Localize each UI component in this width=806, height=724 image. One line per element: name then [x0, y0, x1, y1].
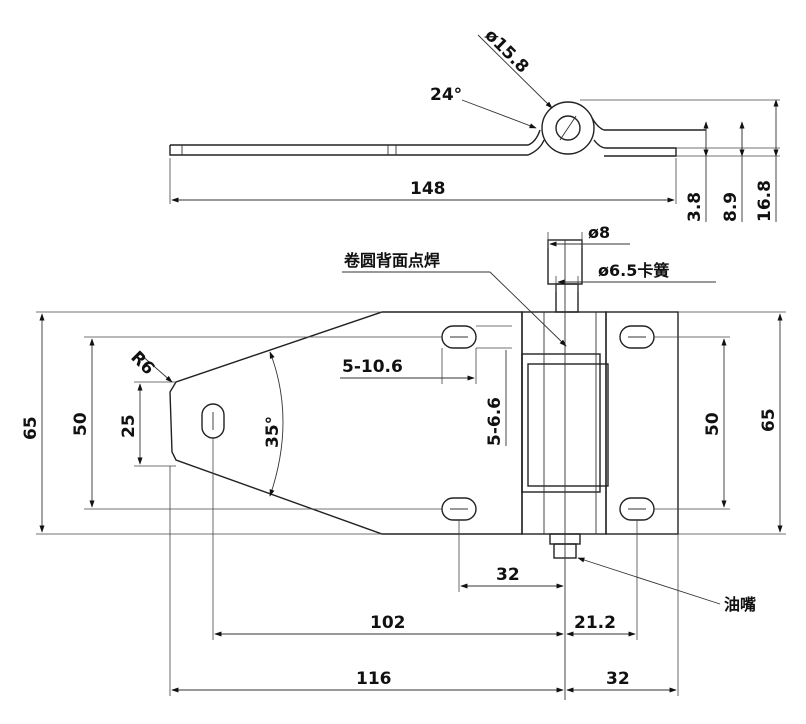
top-curl-outer	[541, 101, 595, 155]
pin-dia-label: ø8	[588, 223, 610, 242]
dim-50-left-label: 50	[71, 412, 91, 436]
dim-3-8-label: 3.8	[685, 192, 705, 222]
dim-65-left-label: 65	[21, 416, 41, 440]
grease-note: 油嘴	[724, 595, 756, 614]
top-right-leaf	[591, 117, 706, 157]
dim-21-2-label: 21.2	[574, 613, 616, 633]
top-view: ø15.8 24° 148 3.8 8.9 16.8	[169, 25, 780, 222]
right-leaf-outline	[605, 311, 679, 535]
angle-24-label: 24°	[430, 85, 462, 105]
dim-50-right-label: 50	[703, 412, 723, 436]
dim-slot-v-label: 5-6.6	[485, 397, 505, 446]
left-leaf-outline	[169, 311, 523, 535]
dim-8-9-label: 8.9	[721, 192, 741, 222]
curl-body	[521, 311, 607, 535]
front-view: 65 50 25 R6 35° 5-10.6 5-6.6 50	[21, 223, 786, 700]
pin-neck	[555, 283, 579, 313]
dim-65-right-label: 65	[759, 408, 779, 432]
radius-label: R6	[126, 347, 158, 379]
weld-note: 卷圆背面点焊	[343, 251, 440, 270]
top-curl-inner	[555, 115, 581, 141]
dia-leader	[477, 34, 553, 109]
clip-dia-label: ø6.5卡簧	[598, 261, 669, 280]
radius-leader	[139, 353, 173, 383]
dim-slot-h-label: 5-10.6	[342, 357, 403, 377]
curl-mid	[521, 353, 601, 493]
dia-hinge-label: ø15.8	[480, 25, 532, 77]
angle-leader	[461, 99, 537, 129]
weld-leader	[489, 271, 567, 347]
dim-25-label: 25	[119, 414, 139, 438]
curl-inner	[527, 363, 609, 487]
dim-102-label: 102	[370, 613, 406, 633]
top-leaf-outline	[169, 129, 545, 156]
grease-leader	[577, 557, 721, 605]
dim-32-bottom-label: 32	[606, 669, 630, 689]
dim-116-label: 116	[356, 669, 392, 689]
dim-16-8-label: 16.8	[755, 180, 775, 222]
dim-32-top-label: 32	[496, 565, 520, 585]
angle-35-label: 35°	[263, 416, 283, 448]
dim-148-label: 148	[410, 179, 446, 199]
angle-35-arc	[269, 351, 284, 497]
top-curl-seam	[559, 115, 577, 141]
